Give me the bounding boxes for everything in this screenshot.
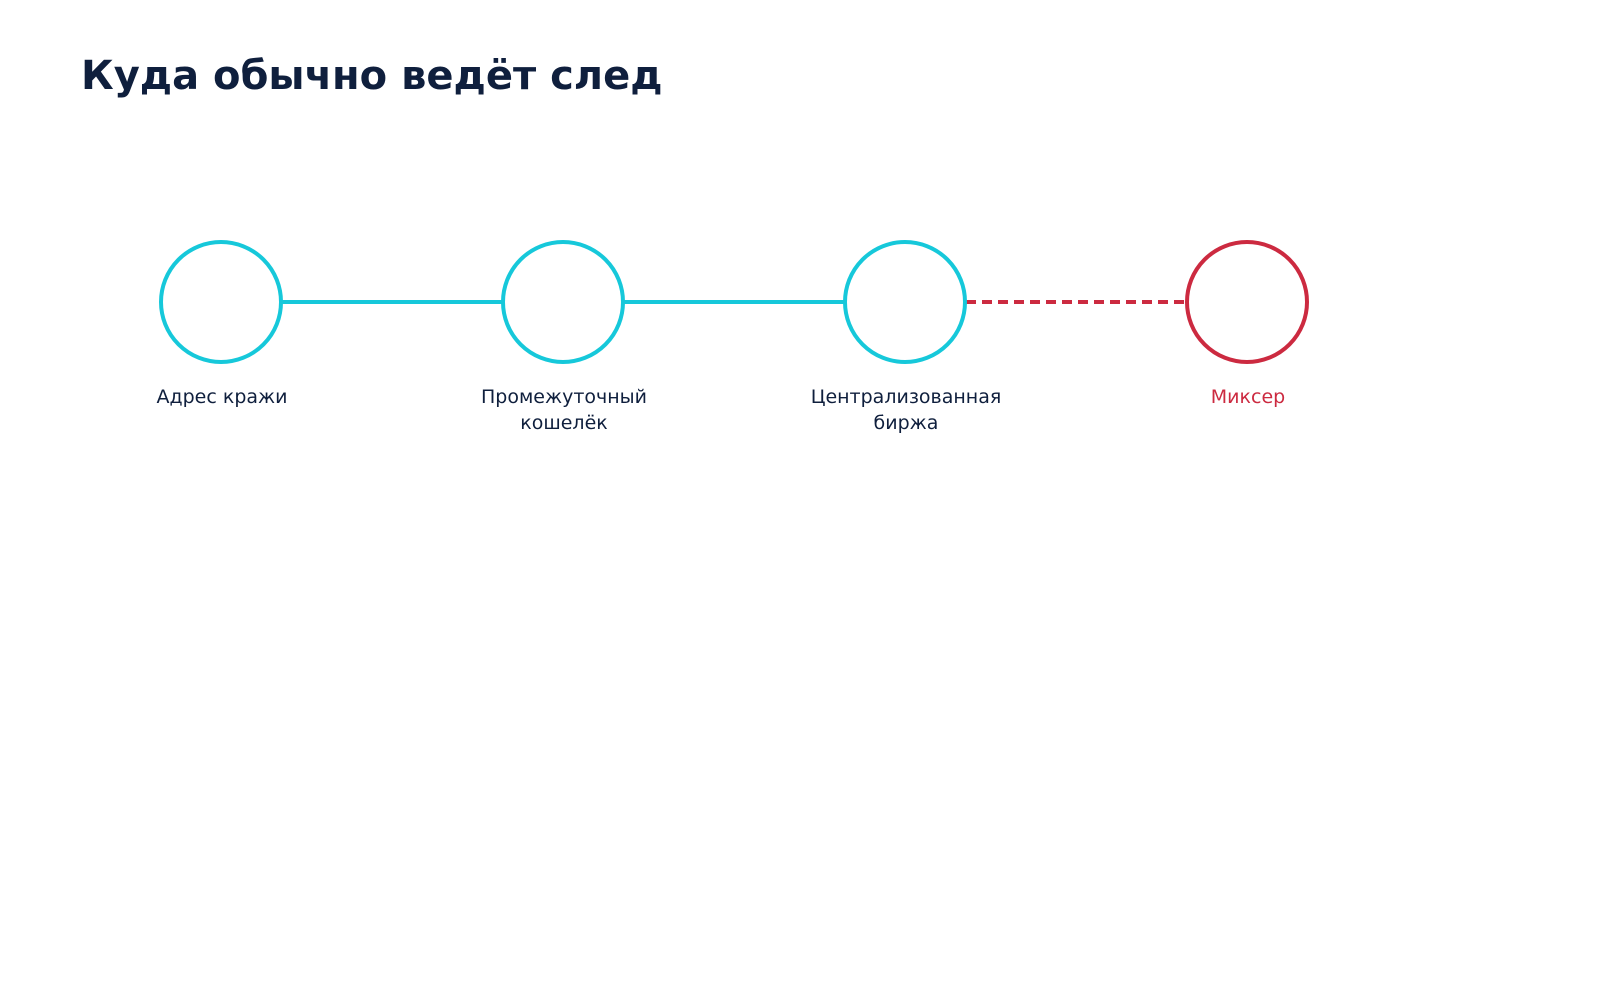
node-label-mixer: Миксер xyxy=(1210,386,1286,408)
node-centralized-exchange xyxy=(843,240,967,364)
node-label-centralized-exchange: Централизованная биржа xyxy=(810,386,1002,434)
node-label-theft-address: Адрес кражи xyxy=(156,386,288,408)
node-label-intermediate-wallet: Промежуточный кошелёк xyxy=(480,386,648,434)
node-intermediate-wallet xyxy=(501,240,625,364)
node-theft-address xyxy=(159,240,283,364)
node-mixer xyxy=(1185,240,1309,364)
page-title: Куда обычно ведёт след xyxy=(81,53,663,99)
